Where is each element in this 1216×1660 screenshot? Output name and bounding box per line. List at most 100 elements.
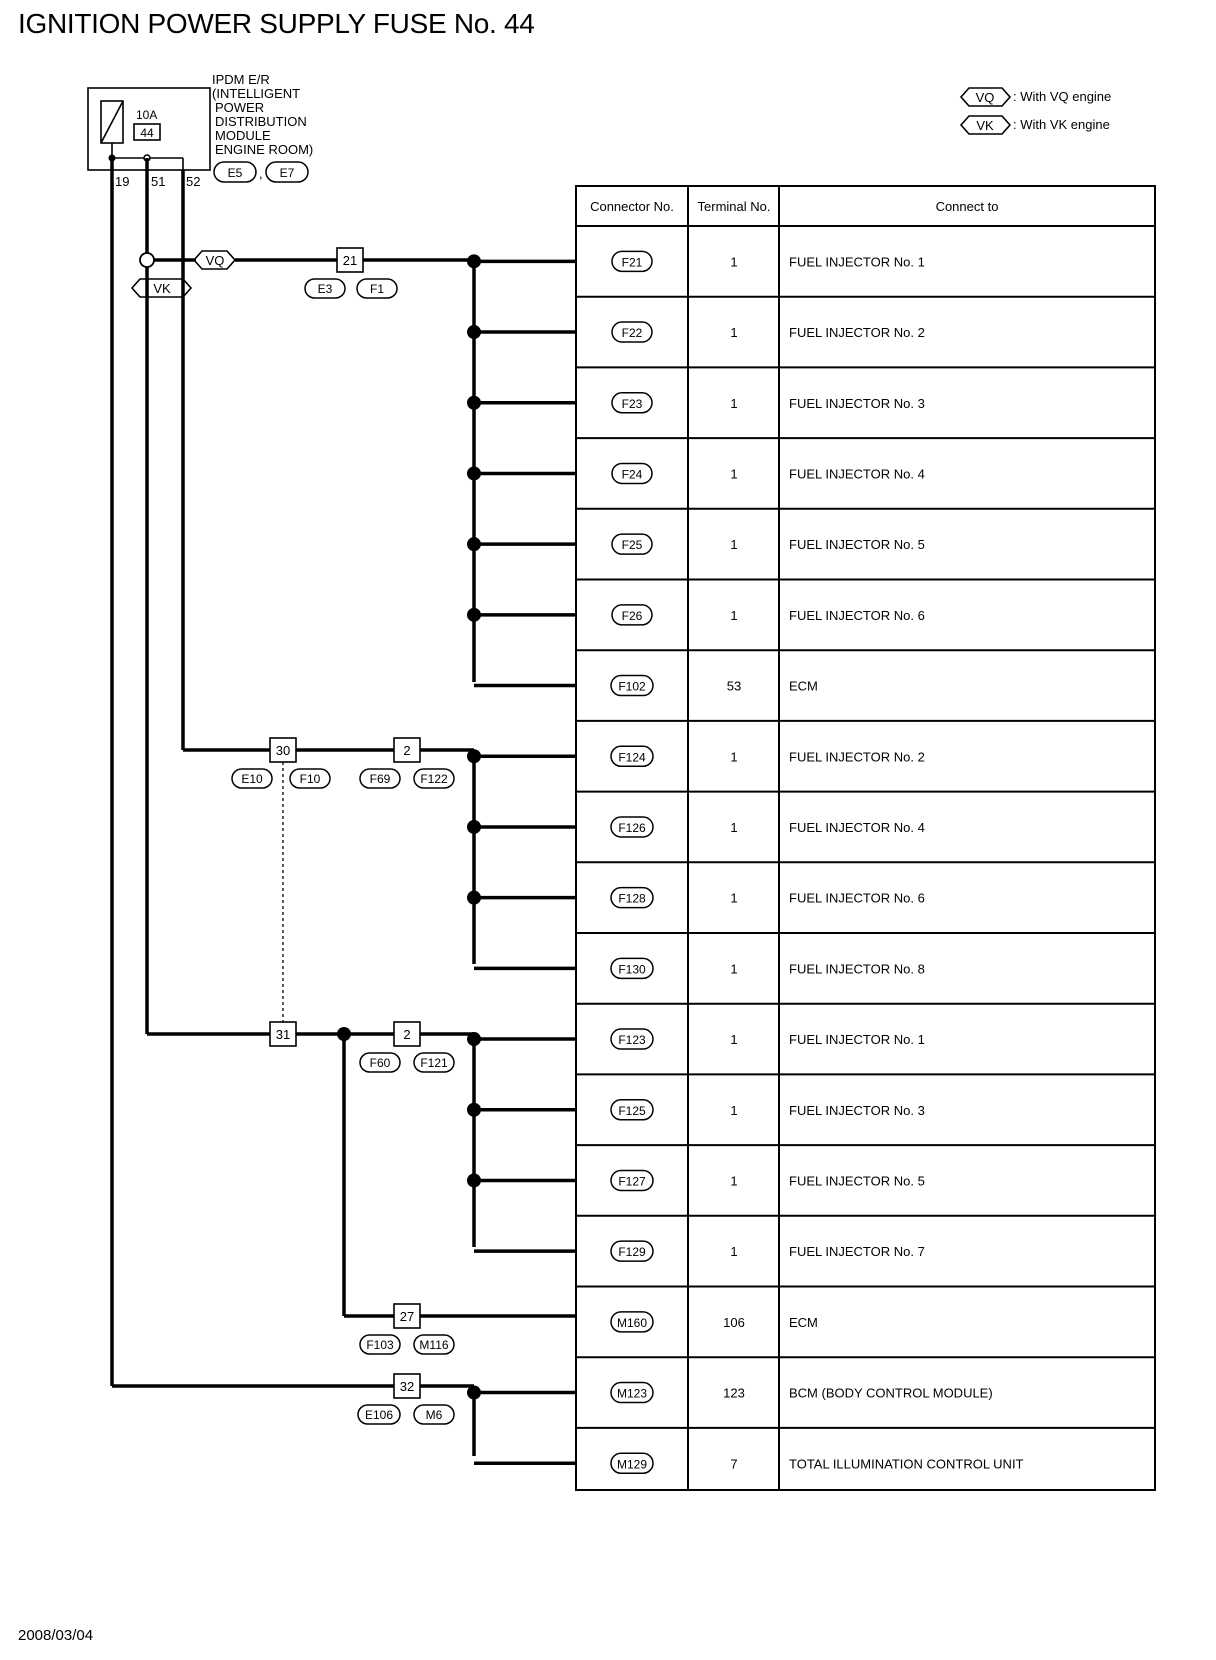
engine-legend: VQ : With VQ engine VK : With VK engine: [959, 87, 1111, 135]
row-connect-to: FUEL INJECTOR No. 4: [789, 466, 925, 481]
row-terminal: 1: [730, 820, 737, 835]
row-terminal: 106: [723, 1315, 745, 1330]
ipdm-label-1: IPDM E/R: [212, 72, 270, 87]
row-connector: M160: [617, 1316, 647, 1330]
row-connect-to: FUEL INJECTOR No. 5: [789, 537, 925, 552]
junction-dot: [467, 1102, 481, 1117]
terminal-51: 51: [151, 174, 165, 189]
connector-badge: [610, 1381, 654, 1404]
row-connector: F129: [618, 1245, 646, 1259]
splice-30: 30: [276, 743, 290, 758]
connector-badge: [611, 321, 653, 343]
table-header-connector: Connector No.: [590, 199, 674, 214]
row-terminal: 1: [730, 1103, 737, 1118]
junction-dot: [467, 1385, 481, 1400]
junction-dot: [467, 537, 481, 552]
splice-2b-conn-f121: F121: [420, 1056, 448, 1070]
vk-branch-51: 31 2 F60 F121 27 F103 M116: [147, 1021, 576, 1355]
row-terminal: 1: [730, 254, 737, 269]
legend-vk-text: : With VK engine: [1013, 117, 1110, 132]
ipdm-connector-separator: ,: [259, 166, 263, 181]
row-connector: M129: [617, 1457, 647, 1471]
splice-2b-conn-f60: F60: [370, 1056, 391, 1070]
connector-badge: [610, 1028, 654, 1050]
row-connect-to: ECM: [789, 679, 818, 694]
splice-27-conn-f103: F103: [366, 1338, 394, 1352]
splice-31: 31: [276, 1027, 290, 1042]
table-row: M129 7 TOTAL ILLUMINATION CONTROL UNIT: [610, 1452, 1024, 1474]
junction-dot: [467, 466, 481, 481]
row-connect-to: FUEL INJECTOR No. 6: [789, 891, 925, 906]
connector-badge: [610, 745, 654, 767]
splice-2a: 2: [403, 743, 410, 758]
junction-dot: [467, 890, 481, 905]
row-connect-to: TOTAL ILLUMINATION CONTROL UNIT: [789, 1456, 1024, 1471]
junction-dot: [467, 607, 481, 622]
connector-badge: [610, 1311, 654, 1333]
ipdm-label-4: DISTRIBUTION: [215, 114, 307, 129]
splice-21-conn-f1: F1: [370, 282, 384, 296]
ipdm-connector-e7: E7: [280, 166, 295, 180]
row-connect-to: ECM: [789, 1315, 818, 1330]
row-connector: F124: [618, 750, 646, 764]
row-connect-to: FUEL INJECTOR No. 7: [789, 1244, 925, 1259]
row-connect-to: FUEL INJECTOR No. 8: [789, 961, 925, 976]
table-row: F23 1 FUEL INJECTOR No. 3: [611, 392, 925, 414]
table-row: F21 1 FUEL INJECTOR No. 1: [611, 250, 925, 273]
junction-dot: [467, 819, 481, 834]
table-header-connect-to: Connect to: [936, 199, 999, 214]
connector-badge: [610, 816, 654, 838]
junction-dot: [467, 1173, 481, 1188]
row-connector: F23: [622, 397, 643, 411]
junction-dot: [467, 749, 481, 764]
splice-2a-conn-f122: F122: [420, 772, 448, 786]
table-row: F126 1 FUEL INJECTOR No. 4: [610, 816, 925, 838]
legend-vq-code: VQ: [976, 90, 995, 105]
power-wires: [110, 158, 185, 1386]
row-terminal: 1: [730, 1244, 737, 1259]
row-connector: F102: [618, 680, 646, 694]
row-terminal: 1: [730, 396, 737, 411]
splice-32-conn-e106: E106: [365, 1408, 393, 1422]
vk-tag: VK: [153, 281, 171, 296]
table-row: F130 1 FUEL INJECTOR No. 8: [610, 957, 925, 980]
row-connector: F128: [618, 892, 646, 906]
connector-badge: [610, 1099, 654, 1121]
row-connect-to: FUEL INJECTOR No. 1: [789, 1032, 925, 1047]
connector-badge: [611, 533, 653, 555]
row-connector: F127: [618, 1174, 646, 1188]
row-terminal: 1: [730, 325, 737, 340]
connector-badge: [610, 1452, 654, 1474]
junction-dot: [467, 325, 481, 340]
row-connect-to: FUEL INJECTOR No. 1: [789, 254, 925, 269]
connector-table: Connector No. Terminal No. Connect to F2…: [575, 185, 1156, 1491]
legend-vq-text: : With VQ engine: [1013, 89, 1111, 104]
terminal-19: 19: [115, 174, 129, 189]
legend-vk-code: VK: [976, 118, 994, 133]
row-terminal: 7: [730, 1456, 737, 1471]
row-connector: F126: [618, 821, 646, 835]
row-connect-to: FUEL INJECTOR No. 3: [789, 396, 925, 411]
connector-badge: [610, 957, 654, 980]
splice-30-conn-f10: F10: [300, 772, 321, 786]
row-connect-to: FUEL INJECTOR No. 4: [789, 820, 925, 835]
splice-32-conn-m6: M6: [426, 1408, 443, 1422]
row-connector: F26: [622, 609, 643, 623]
connector-badge: [611, 604, 653, 626]
row-connector: F21: [622, 255, 643, 269]
footer-date: 2008/03/04: [18, 1627, 94, 1644]
row-terminal: 1: [730, 1173, 737, 1188]
row-terminal: 1: [730, 749, 737, 764]
splice-21-conn-e3: E3: [318, 282, 333, 296]
row-connector: F130: [618, 962, 646, 976]
connector-badge: [611, 462, 653, 485]
row-connect-to: FUEL INJECTOR No. 6: [789, 608, 925, 623]
junction-dot: [467, 254, 481, 269]
row-terminal: 1: [730, 961, 737, 976]
